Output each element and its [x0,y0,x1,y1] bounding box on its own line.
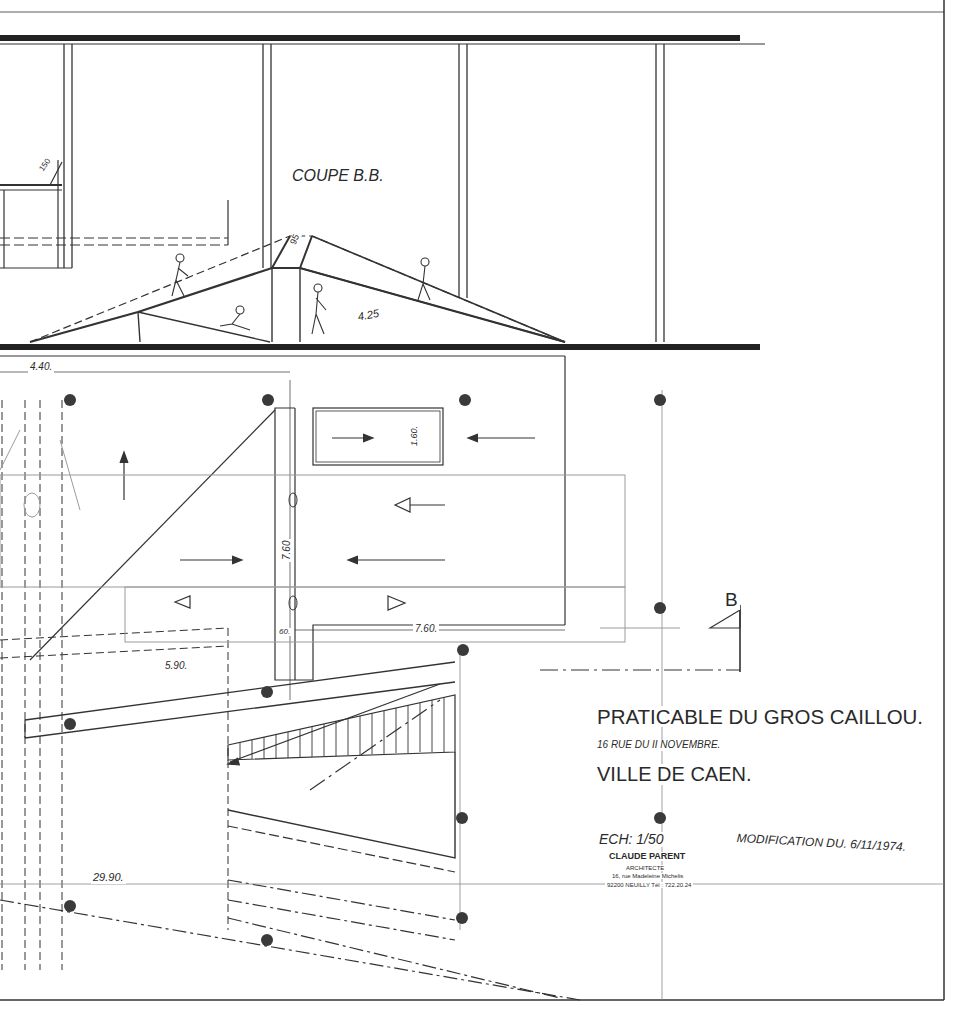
drawing-annotation: COUPE B.B. [290,168,386,185]
drawing-annotation: CLAUDE PARENT [607,852,687,861]
drawing-annotation: B [723,590,740,610]
drawing-annotation: MODIFICATION DU. 6/11/1974. [734,832,908,854]
drawing-annotation: 92200 NEUILLY Tél : 722.20.24 [605,882,693,888]
drawing-annotation: ARCHITECTE [624,865,666,871]
drawing-annotation: ECH: 1/50 [597,832,666,847]
drawing-annotation: 7.60. [413,624,439,635]
drawing-title: PRATICABLE DU GROS CAILLOU. [595,706,925,727]
drawing-annotation: 1.60. [410,424,419,448]
drawing-annotation: 150 [37,156,54,175]
drawing-annotation: 4.40. [28,362,54,373]
drawing-annotation: 4.25 [355,308,382,324]
drawing-annotation: 16 RUE DU II NOVEMBRE. [595,740,722,751]
drawing-annotation: 60. [277,628,292,636]
drawing-annotation: 29.90. [91,872,126,884]
drawing-annotation: 95 [288,231,302,248]
drawing-annotation: 16, rue Madeleine Michelis [610,873,685,879]
drawing-annotation: VILLE DE CAEN. [595,764,754,785]
drawing-annotation: 7.60 [282,539,293,562]
drawing-annotation: 5.90. [163,661,189,672]
